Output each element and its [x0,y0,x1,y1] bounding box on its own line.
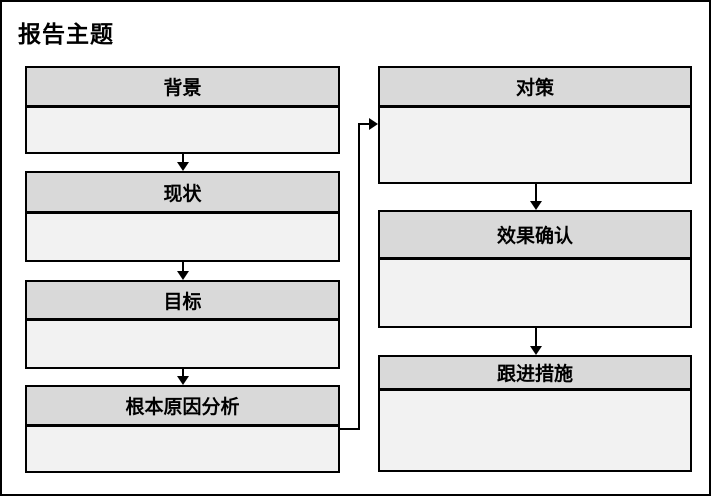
arrowhead-down-icon [176,376,189,385]
arrow-shaft [181,262,184,271]
flow-box-root-cause: 根本原因分析 [25,385,340,473]
flow-box-follow-up-label: 跟进措施 [496,364,573,385]
flow-box-goal: 目标 [25,280,340,369]
flow-box-follow-up-header: 跟进措施 [380,357,690,391]
connector-horizontal-segment [360,123,370,125]
flow-box-current-state-header: 现状 [27,173,338,214]
connector-vertical-segment [358,123,360,430]
flow-box-current-state-label: 现状 [163,183,202,205]
connector-horizontal-segment [340,428,360,430]
flow-box-background-header: 背景 [27,68,338,108]
flow-box-countermeasure-body [380,108,690,182]
flow-box-goal-label: 目标 [163,291,202,313]
flow-box-follow-up-body [380,391,690,470]
down-arrow-goal-to-root-cause [176,369,189,385]
arrow-shaft [534,184,537,201]
arrowhead-down-icon [529,346,542,355]
flow-box-countermeasure-label: 对策 [515,78,554,99]
down-arrow-effect-check-to-follow-up [529,328,542,355]
flow-box-current-state-body [27,214,338,260]
flow-box-countermeasure: 对策 [378,66,692,184]
flow-box-root-cause-header: 根本原因分析 [27,387,338,427]
flow-box-root-cause-label: 根本原因分析 [125,397,240,418]
arrowhead-down-icon [176,162,189,171]
down-arrow-countermeasure-to-effect-check [529,184,542,210]
page-title: 报告主题 [18,21,114,47]
arrowhead-down-icon [529,201,542,210]
flow-box-goal-header: 目标 [27,282,338,321]
arrow-shaft [181,154,184,162]
arrowhead-right-icon [369,118,378,130]
arrow-shaft [181,369,184,376]
flow-box-current-state: 现状 [25,171,340,262]
flow-box-effect-check-header: 效果确认 [380,212,690,260]
flow-box-follow-up: 跟进措施 [378,355,692,472]
down-arrow-current-state-to-goal [176,262,189,280]
flow-box-root-cause-body [27,427,338,471]
flow-box-background-label: 背景 [163,78,202,99]
flow-box-goal-body [27,321,338,367]
arrow-shaft [534,328,537,346]
down-arrow-background-to-current-state [176,154,189,171]
flow-box-effect-check-label: 效果确认 [496,226,573,247]
flow-box-effect-check-body [380,260,690,326]
flow-box-background: 背景 [25,66,340,154]
flow-box-background-body [27,108,338,152]
arrowhead-down-icon [176,271,189,280]
flow-box-countermeasure-header: 对策 [380,68,690,108]
flow-box-effect-check: 效果确认 [378,210,692,328]
